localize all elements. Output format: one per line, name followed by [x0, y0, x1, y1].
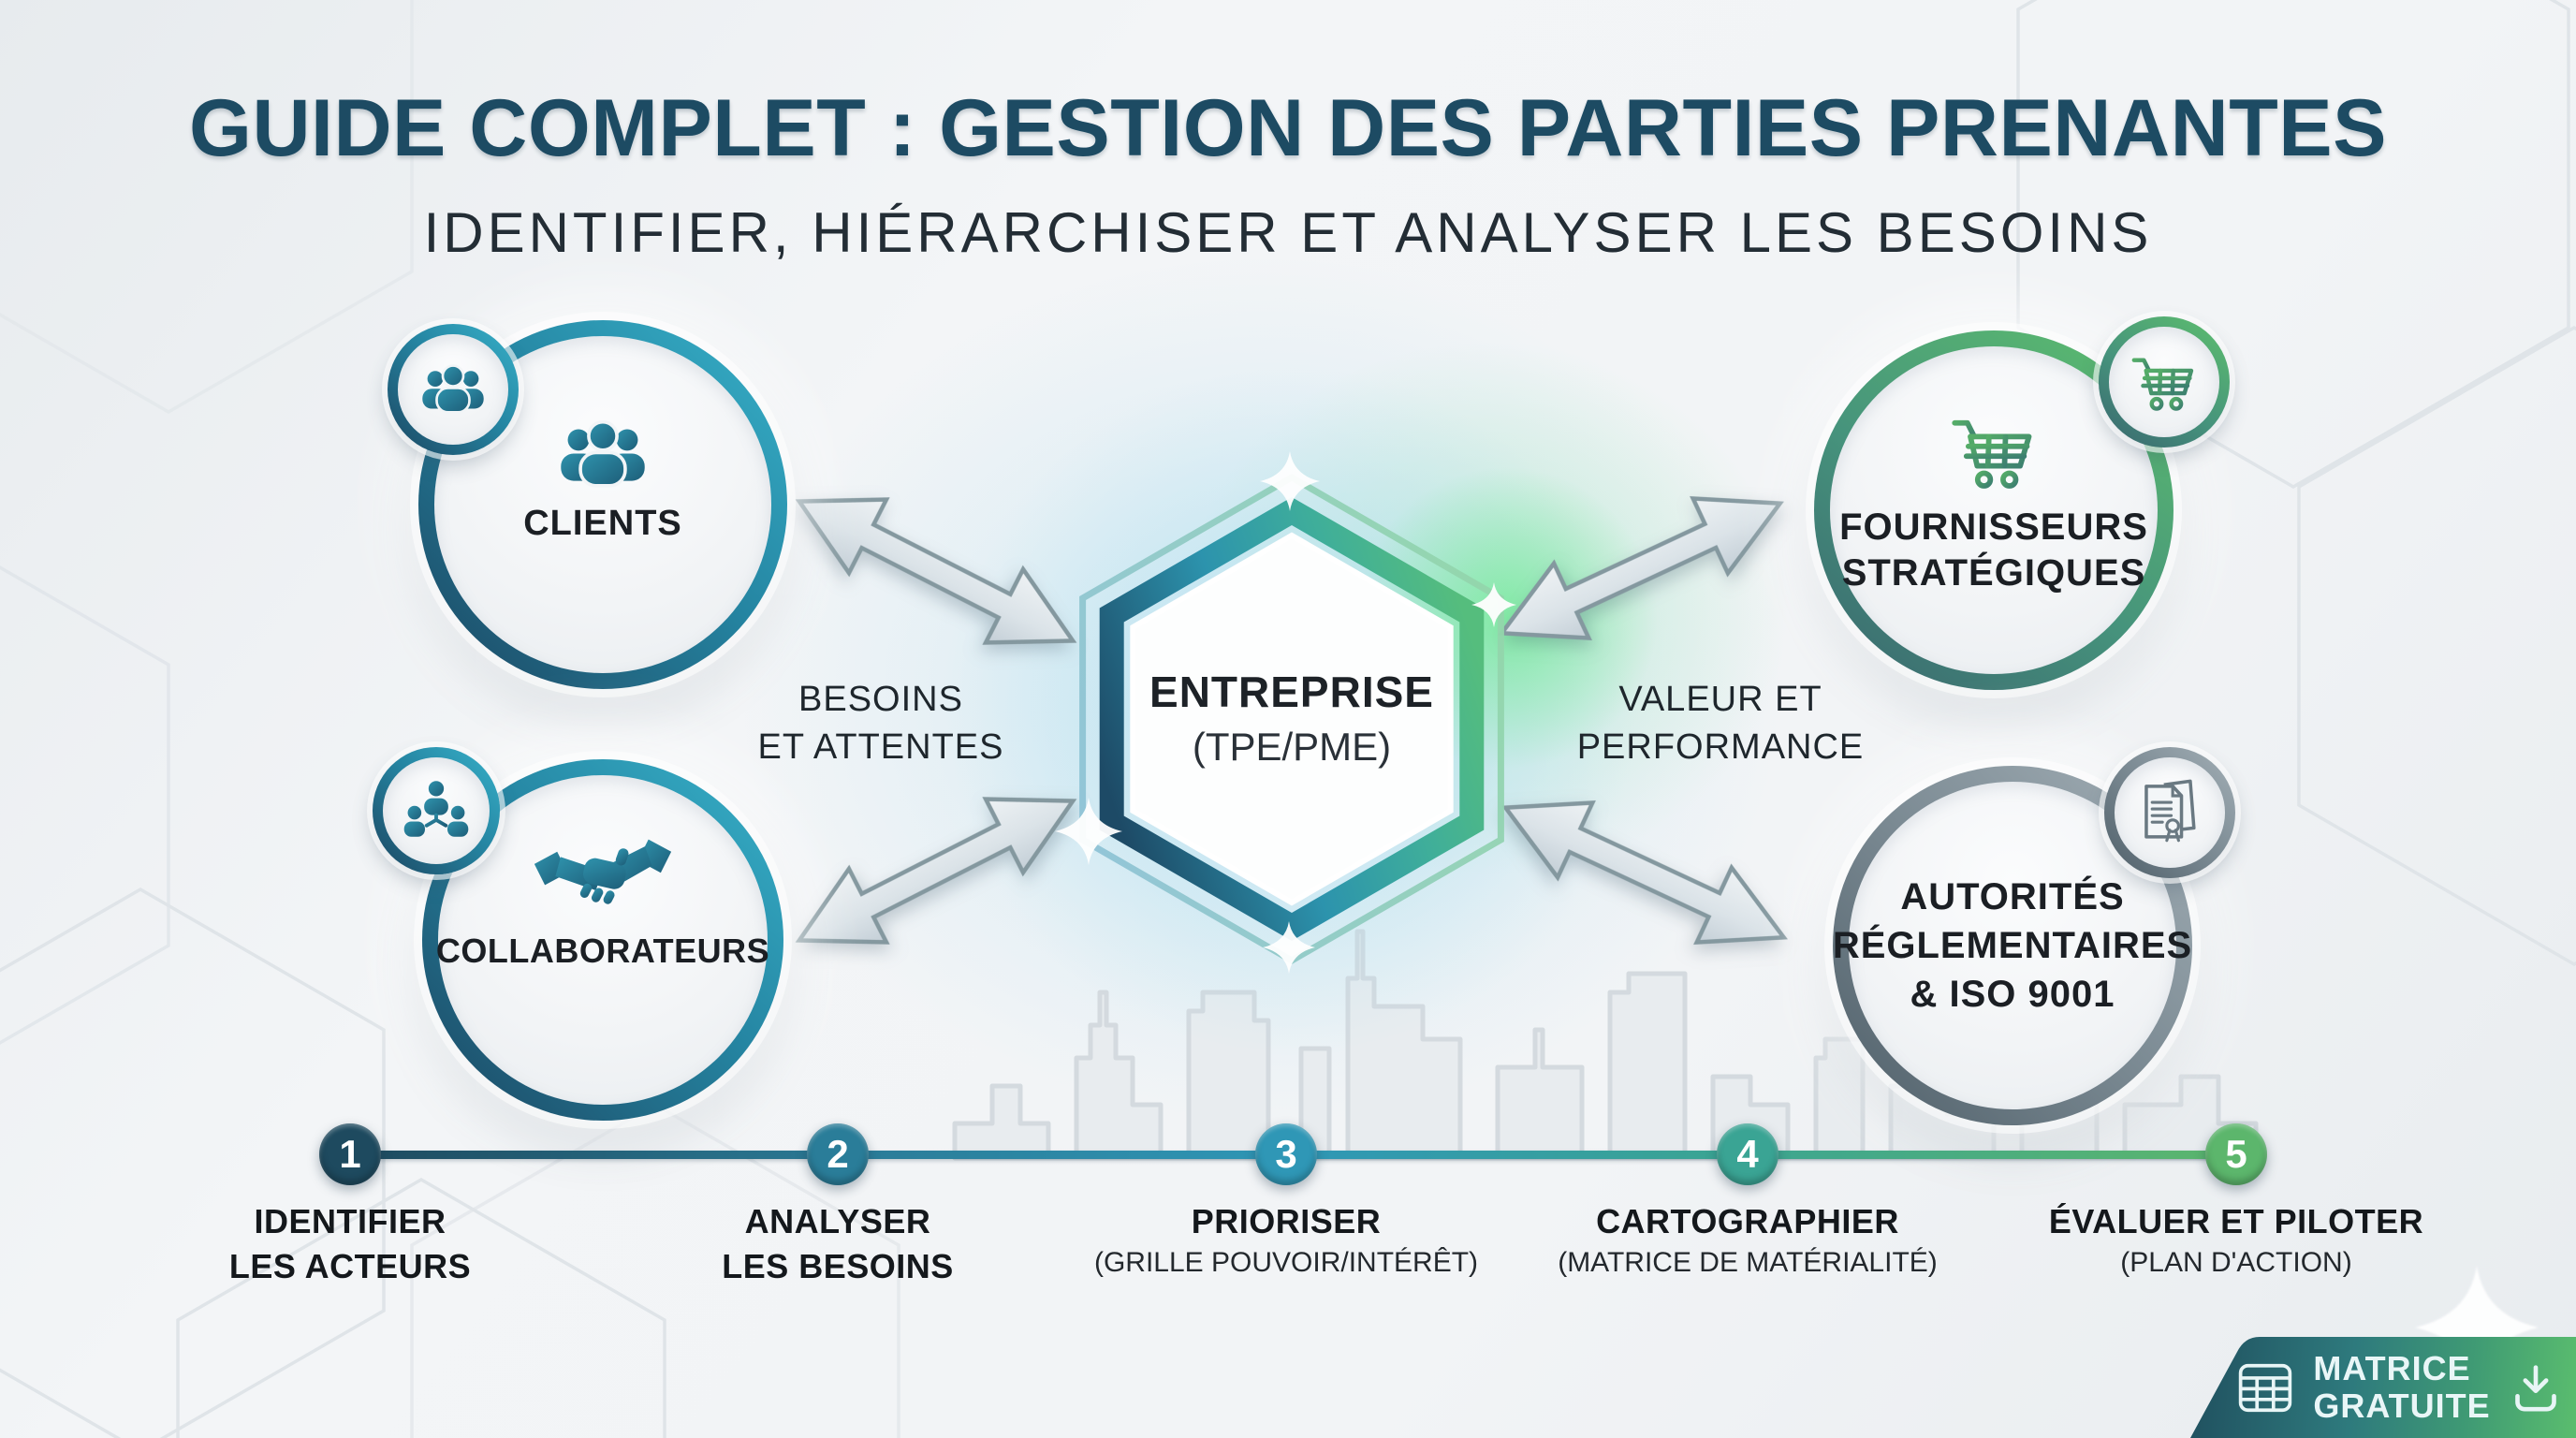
timeline-step-cartographier: 4 CARTOGRAPHIER (MATRICE DE MATÉRIALITÉ) [1486, 1123, 2010, 1279]
step-label: CARTOGRAPHIER [1596, 1202, 1899, 1240]
step-label: ÉVALUER ET PILOTER [2048, 1202, 2424, 1240]
fournisseurs-satellite-badge [2099, 316, 2230, 448]
step-label: PRIORISER [1191, 1202, 1382, 1240]
collaborateurs-label: COLLABORATEURS [435, 932, 770, 970]
step-sublabel: (PLAN D'ACTION) [2120, 1247, 2352, 1278]
timeline-step-analyser: 2 ANALYSER LES BESOINS [576, 1123, 1100, 1286]
clients-label: CLIENTS [523, 504, 682, 543]
step-sublabel: (MATRICE DE MATÉRIALITÉ) [1558, 1247, 1938, 1278]
shopping-cart-icon [2130, 351, 2199, 413]
besoins-line2: ET ATTENTES [757, 727, 1004, 768]
besoins-line1: BESOINS [798, 680, 963, 719]
step-label-line2: LES ACTEURS [228, 1247, 472, 1285]
step-label-line2: LES BESOINS [722, 1247, 954, 1285]
people-group-icon [554, 420, 651, 489]
entreprise-name: ENTREPRISE [1149, 668, 1434, 716]
collaborateurs-circle: COLLABORATEURS [422, 759, 783, 1121]
people-group-icon [417, 364, 489, 415]
timeline-step-prioriser: 3 PRIORISER (GRILLE POUVOIR/INTÉRÊT) [1024, 1123, 1548, 1279]
step-label: ANALYSER [744, 1202, 931, 1240]
step-number-badge: 3 [1255, 1123, 1317, 1185]
team-network-icon [402, 778, 470, 843]
autorites-label: AUTORITÉS RÉGLEMENTAIRES & ISO 9001 [1833, 873, 2192, 1019]
handshake-icon [533, 834, 673, 918]
step-number-badge: 2 [807, 1123, 869, 1185]
autorites-line1: AUTORITÉS [1900, 876, 2125, 917]
valeur-line2: PERFORMANCE [1576, 727, 1865, 768]
badge-label: MATRICE GRATUITE [2313, 1350, 2490, 1426]
valeur-line1: VALEUR ET [1618, 680, 1822, 719]
step-number-badge: 5 [2205, 1123, 2267, 1185]
fournisseurs-line2: STRATÉGIQUES [1841, 552, 2146, 594]
autorites-line2: RÉGLEMENTAIRES [1832, 925, 2193, 966]
fournisseurs-label: FOURNISSEURS STRATÉGIQUES [1839, 505, 2148, 596]
table-grid-icon [2238, 1363, 2292, 1413]
shopping-cart-icon [1949, 411, 2039, 492]
download-icon[interactable] [2511, 1363, 2560, 1412]
autorites-satellite-badge [2104, 747, 2235, 878]
step-number-badge: 1 [319, 1123, 381, 1185]
matrice-gratuite-badge[interactable]: MATRICE GRATUITE [2190, 1337, 2576, 1438]
page-subtitle: IDENTIFIER, HIÉRARCHISER ET ANALYSER LES… [423, 201, 2153, 264]
valeur-performance-label: VALEUR ET PERFORMANCE [1533, 676, 1908, 772]
clients-satellite-badge [388, 324, 519, 455]
timeline-step-identifier: 1 IDENTIFIER LES ACTEURS [88, 1123, 612, 1286]
step-number-badge: 4 [1717, 1123, 1778, 1185]
entreprise-label: ENTREPRISE (TPE/PME) [1058, 667, 1526, 770]
certificate-icon [2139, 779, 2201, 846]
fournisseurs-line1: FOURNISSEURS [1839, 506, 2148, 549]
entreprise-type: (TPE/PME) [1192, 725, 1392, 769]
badge-line2: GRATUITE [2313, 1387, 2491, 1425]
timeline-step-evaluer: 5 ÉVALUER ET PILOTER (PLAN D'ACTION) [1974, 1123, 2498, 1279]
collaborateurs-satellite-badge [373, 747, 500, 874]
badge-line1: MATRICE [2313, 1348, 2471, 1387]
besoins-attentes-label: BESOINS ET ATTENTES [694, 676, 1068, 772]
step-sublabel: (GRILLE POUVOIR/INTÉRÊT) [1093, 1247, 1479, 1278]
step-label: IDENTIFIER [254, 1202, 446, 1240]
autorites-line3: & ISO 9001 [1910, 974, 2115, 1015]
page-title: GUIDE COMPLET : GESTION DES PARTIES PREN… [189, 83, 2387, 173]
